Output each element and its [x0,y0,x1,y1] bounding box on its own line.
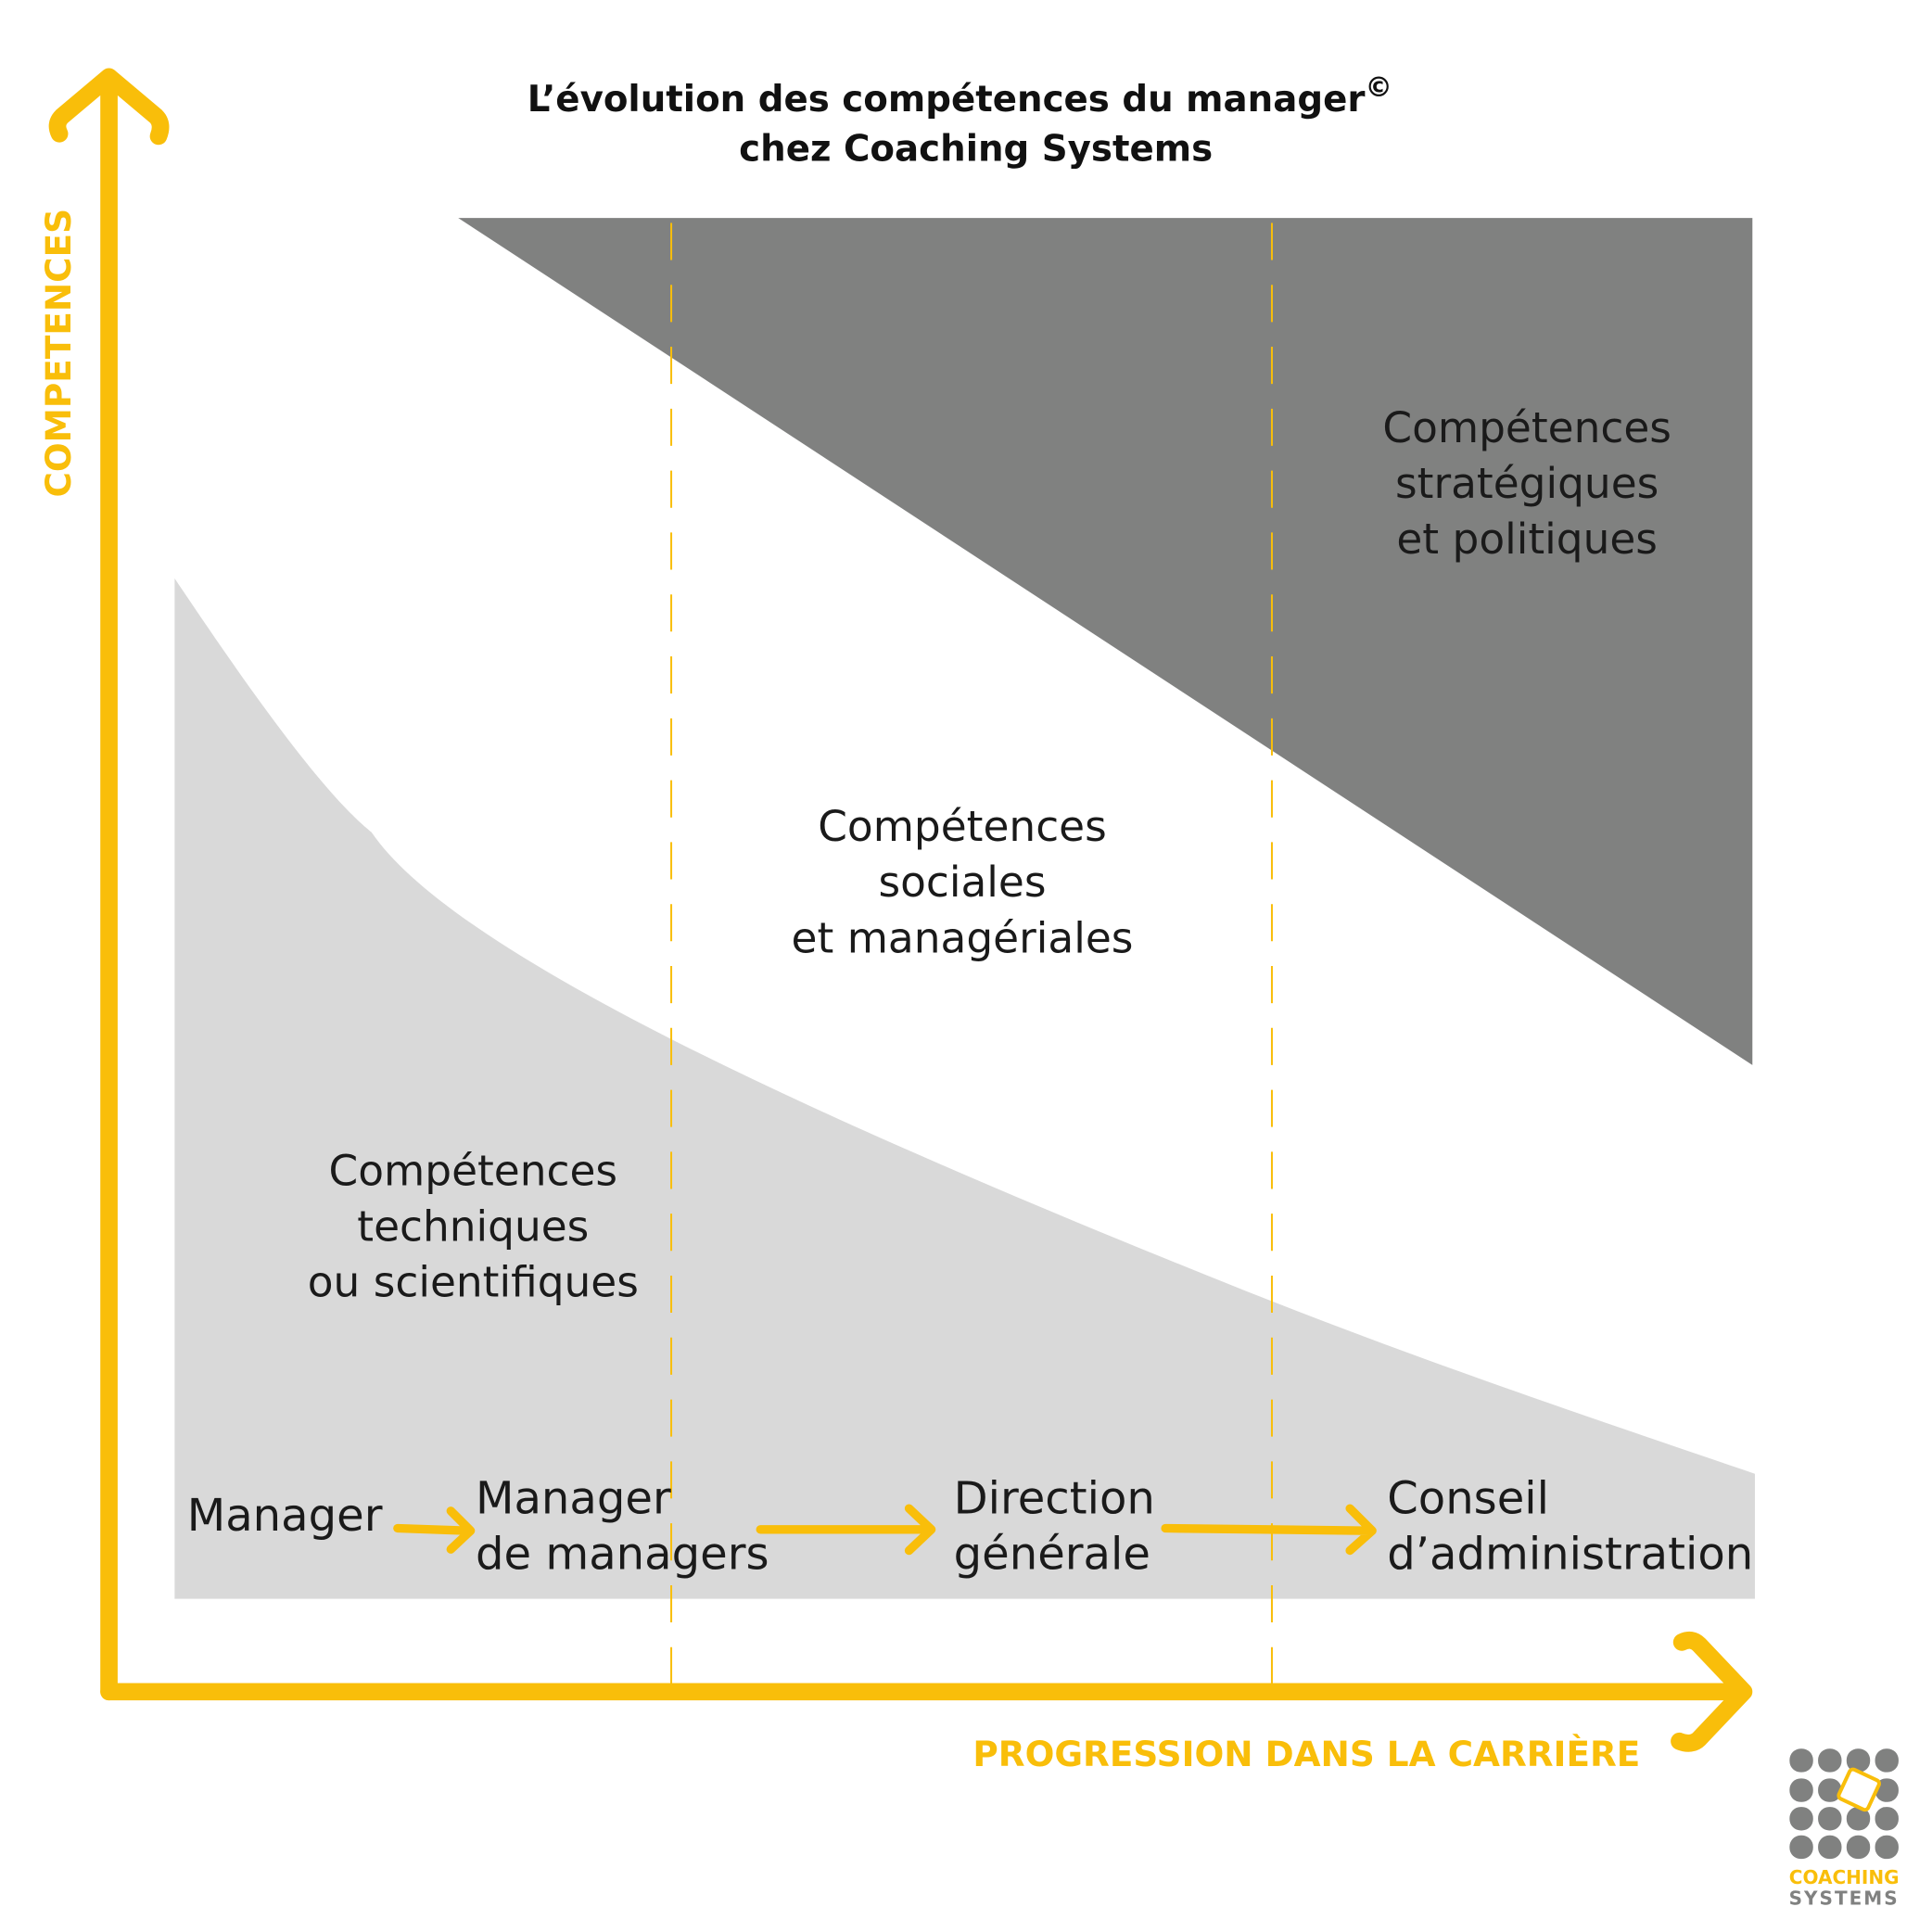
x-axis-arrow [100,1631,1753,1752]
strategic-zone [458,218,1753,1065]
label-line: et politiques [1396,515,1658,564]
strategic-label: Compétences stratégiques et politiques [1382,403,1671,564]
x-axis-label: PROGRESSION DANS LA CARRIÈRE [972,1734,1640,1774]
stage-general-management-1: Direction [954,1472,1155,1524]
stage-board-2: d’administration [1387,1529,1753,1581]
stage-manager: Manager [187,1490,383,1542]
arrow-right-icon [393,1506,476,1554]
label-line: techniques [357,1202,589,1252]
social-label: Compétences sociales et managériales [792,802,1134,962]
coaching-systems-logo: COACHING SYSTEMS [1789,1748,1900,1910]
y-axis-label: COMPETENCES [38,209,79,498]
label-line: Compétences [818,802,1107,851]
arrow-right-icon [756,1504,936,1556]
technical-zone [174,578,1755,1599]
stage-general-management-2: générale [954,1529,1150,1581]
label-line: Compétences [329,1146,618,1195]
stage-manager-of-managers-1: Manager [476,1472,671,1524]
y-axis-arrow [48,68,170,1701]
label-line: sociales [878,858,1046,907]
title-line-2: chez Coaching Systems [739,129,1213,171]
technical-label: Compétences techniques ou scientifiques [308,1146,639,1306]
stage-manager-of-managers-2: de managers [476,1529,769,1581]
title-line-1: L’évolution des compétences du manager© [527,71,1392,121]
label-line: stratégiques [1395,459,1659,508]
label-line: Compétences [1382,403,1671,452]
arrow-right-icon [1161,1504,1377,1556]
logo-text-coaching: COACHING [1789,1866,1900,1888]
stage-board-1: Conseil [1387,1472,1549,1524]
label-line: ou scientifiques [308,1258,639,1307]
logo-text-systems: SYSTEMS [1789,1888,1900,1910]
label-line: et managériales [792,913,1134,962]
